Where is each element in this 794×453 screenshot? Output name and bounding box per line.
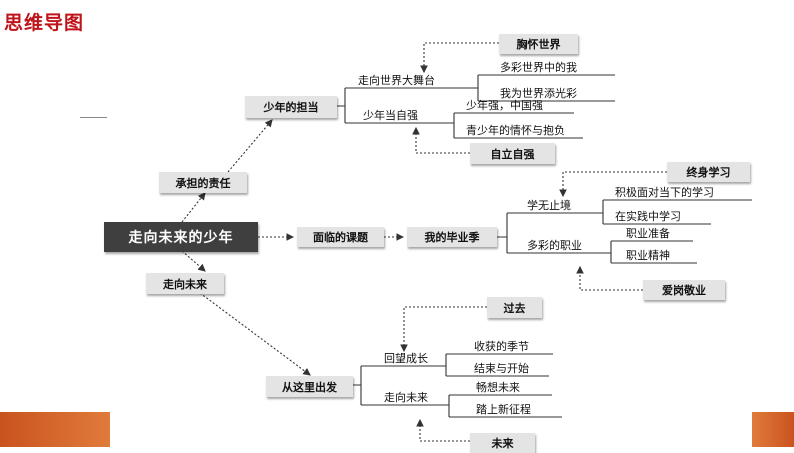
label-duocai-zhiye: 多彩的职业 (527, 239, 582, 252)
bracket-biyeji (497, 212, 604, 254)
label-jiji: 积极面对当下的学习 (615, 186, 714, 199)
label-jieshu: 结束与开始 (474, 362, 529, 375)
node-shaonian-dandang: 少年的担当 (245, 96, 337, 118)
link-root-zouxiang (181, 250, 206, 272)
node-zili-ziqiang: 自立自强 (470, 143, 555, 164)
bracket-dandang (337, 87, 355, 124)
label-shaonian-dangziqiang: 少年当自强 (363, 109, 418, 122)
label-zhiye-zhunbei: 职业准备 (626, 227, 670, 240)
link-xionghuai (420, 42, 499, 74)
link-weilai (416, 418, 470, 442)
label-shouhuo: 收获的季节 (474, 340, 529, 353)
node-zouxiang-weilai: 走向未来 (146, 273, 224, 294)
node-aigang: 爱岗敬业 (643, 280, 725, 300)
node-weilai: 未来 (470, 433, 535, 453)
label-zouxiang-weilai2: 走向未来 (384, 391, 428, 404)
node-guoqu: 过去 (487, 297, 542, 318)
link-guoqu (400, 306, 487, 353)
decor-bar-left (0, 412, 110, 447)
node-xionghuai: 胸怀世界 (499, 34, 578, 54)
label-zhiye-jingshen: 职业精神 (626, 249, 670, 262)
decor-bar-right (752, 412, 794, 447)
node-mianlin: 面临的课题 (297, 227, 384, 247)
node-biyeji: 我的毕业季 (407, 227, 497, 247)
node-cong-zheli: 从这里出发 (266, 376, 353, 397)
label-xuewu: 学无止境 (527, 199, 571, 212)
node-chengdan: 承担的责任 (159, 172, 247, 193)
label-huiwang: 回望成长 (384, 352, 428, 365)
label-shaonian-qiang: 少年强，中国强 (466, 99, 543, 112)
label-changxiang: 畅想未来 (476, 381, 520, 394)
label-shijian: 在实践中学习 (615, 210, 681, 223)
bracket-congzheli (353, 365, 443, 406)
label-wei-shijie: 我为世界添光彩 (500, 87, 577, 100)
node-zhongshen: 终身学习 (667, 162, 750, 182)
label-duocai-shijie: 多彩世界中的我 (500, 61, 577, 74)
link-zouxiang-congzheli (199, 292, 311, 376)
link-aigang (576, 265, 643, 291)
label-tashang: 踏上新征程 (476, 403, 531, 416)
title-divider (80, 117, 107, 118)
link-zili (412, 126, 470, 154)
label-zouxiang-shijie: 走向世界大舞台 (358, 74, 435, 87)
root-node: 走向未来的少年 (104, 222, 258, 252)
page-title: 思维导图 (4, 12, 85, 34)
link-zhongshen (559, 171, 667, 198)
link-root-chengdan (181, 192, 206, 223)
link-chengdan-dandang (227, 119, 273, 173)
label-qingshaonian: 青少年的情怀与抱负 (466, 124, 565, 137)
